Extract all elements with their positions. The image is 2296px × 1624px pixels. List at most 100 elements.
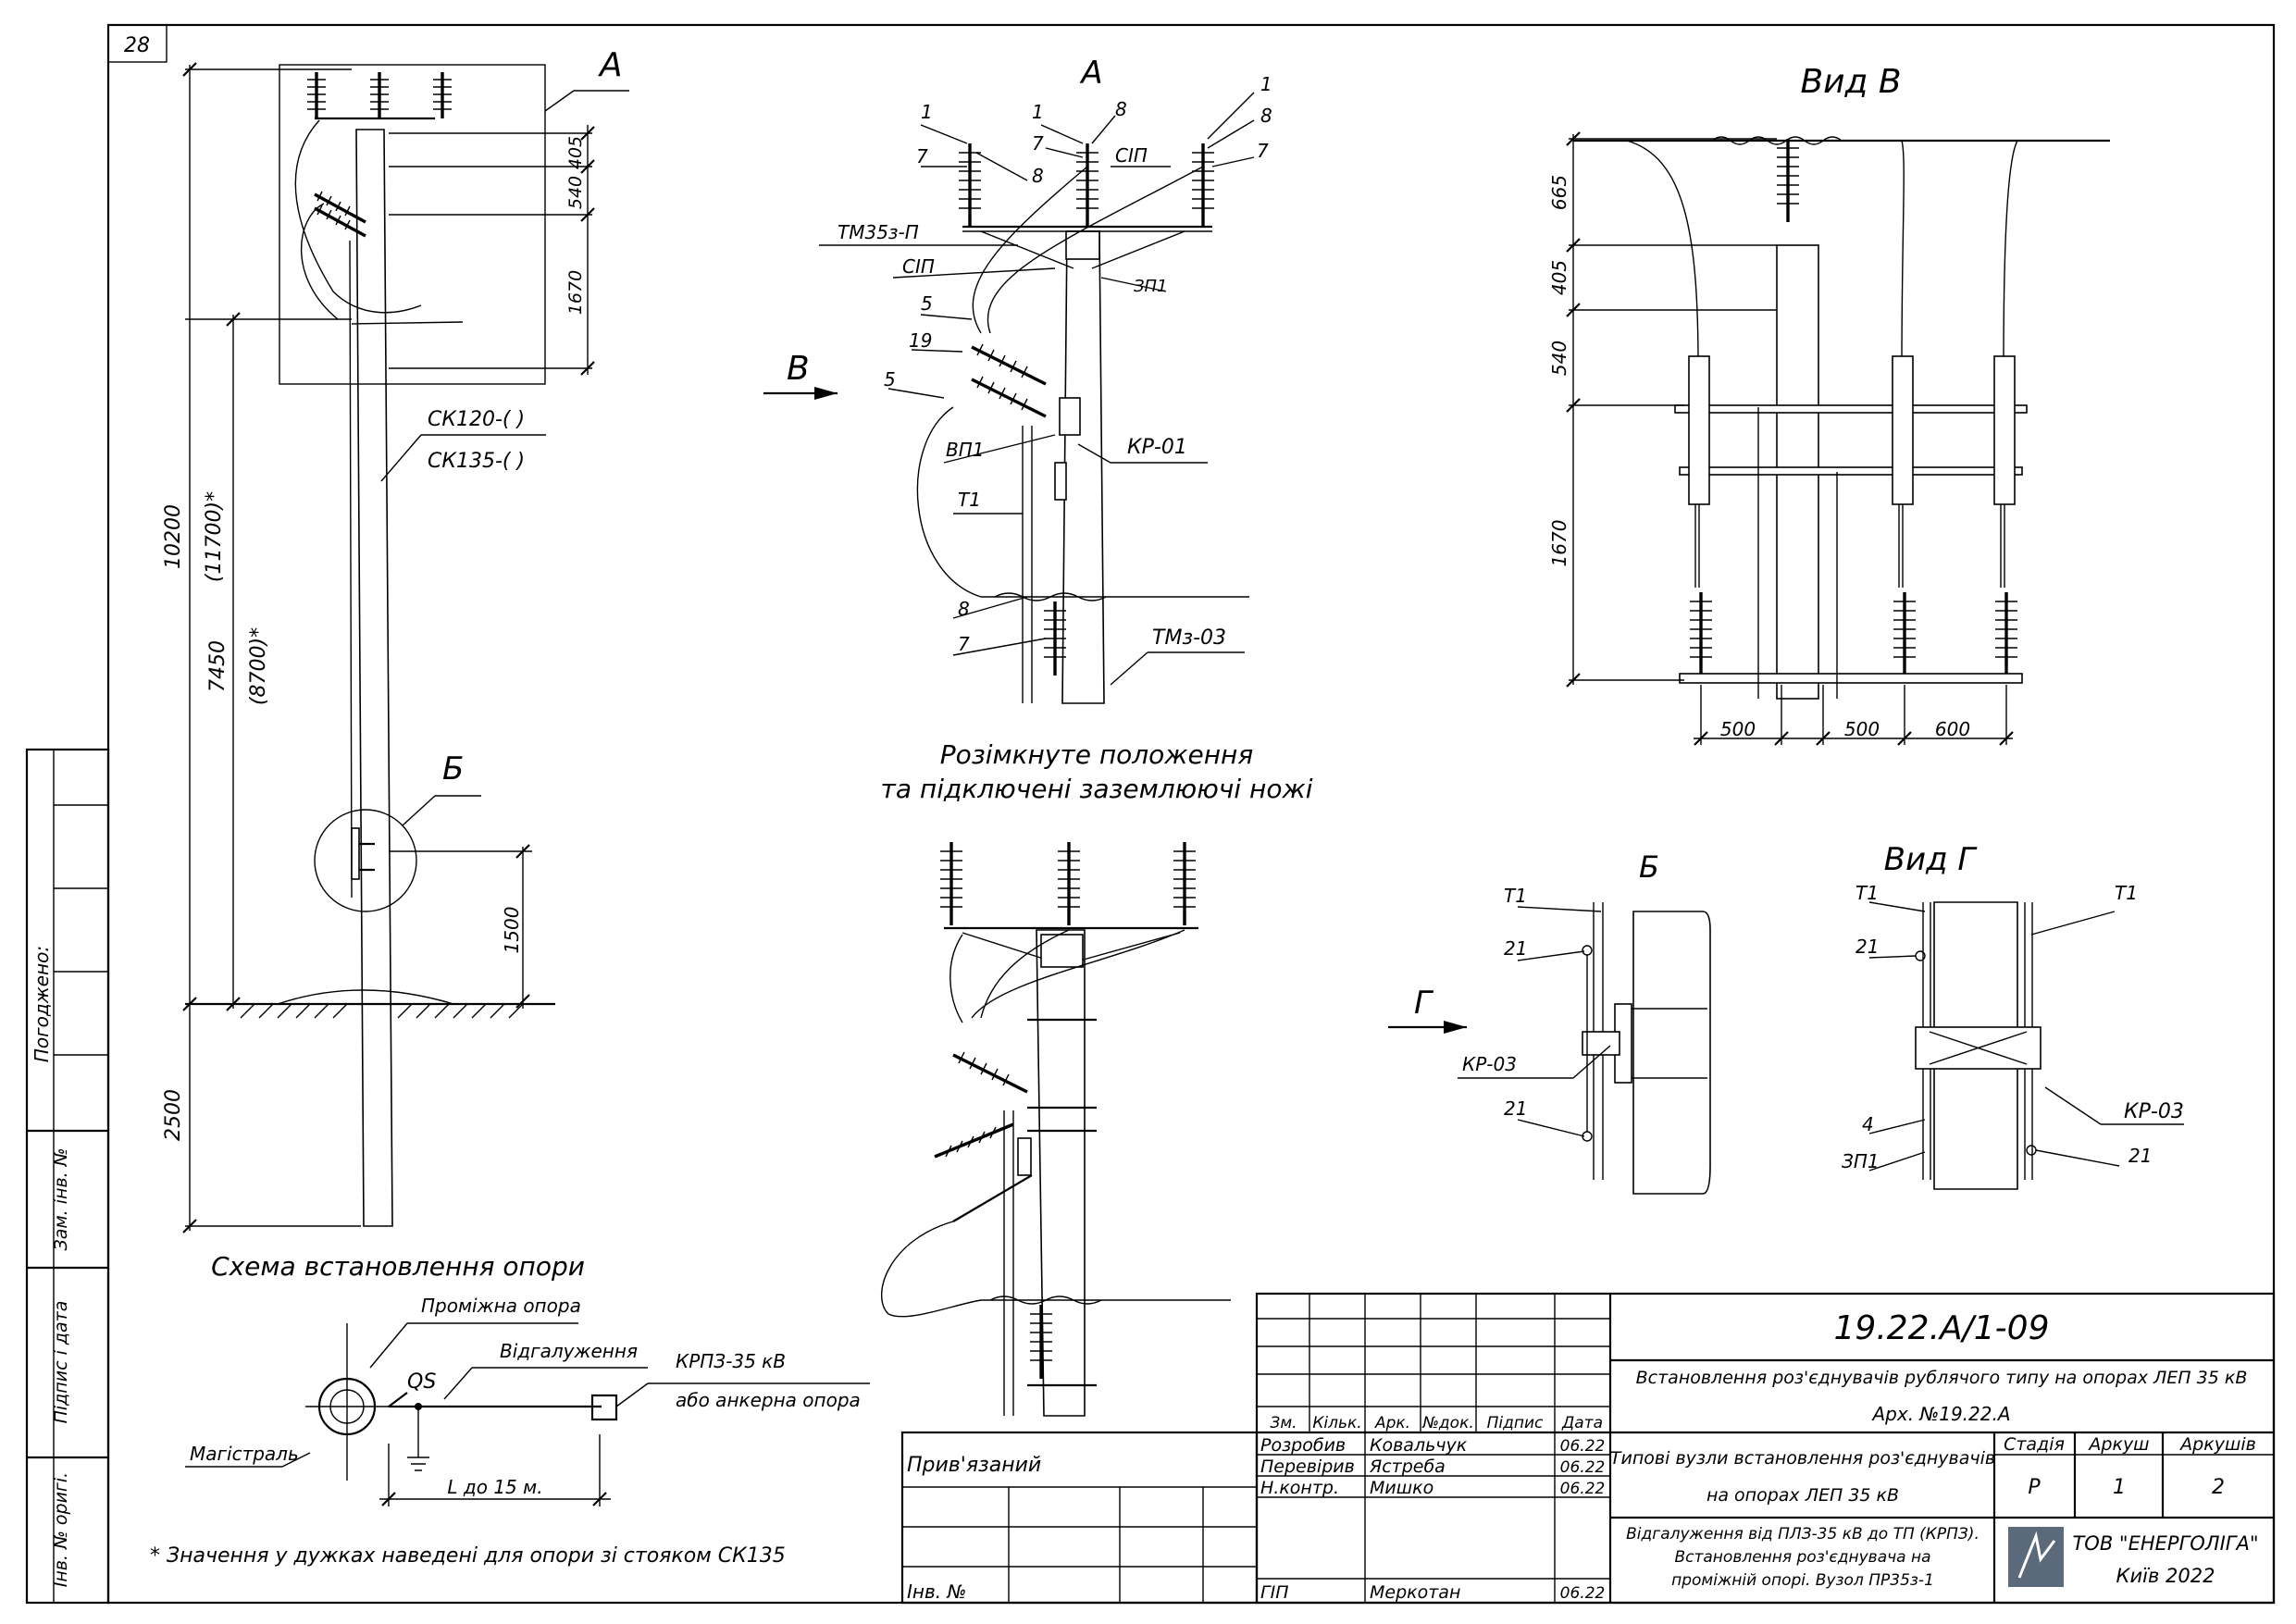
svg-text:1: 1	[1032, 101, 1044, 123]
svg-text:Арх. №19.22.А: Арх. №19.22.А	[1870, 1403, 2010, 1425]
svg-text:5: 5	[884, 368, 896, 391]
svg-text:КР-03: КР-03	[1462, 1053, 1517, 1075]
insulator-icon	[307, 72, 326, 118]
svg-text:1670: 1670	[1548, 520, 1570, 567]
insulator-icon	[370, 72, 389, 118]
svg-text:8: 8	[1260, 105, 1272, 127]
signature-date-label: Підпис і дата	[51, 1301, 71, 1424]
insulator-icon	[1173, 842, 1196, 925]
svg-text:Прив'язаний: Прив'язаний	[907, 1454, 1041, 1477]
svg-text:8: 8	[1032, 165, 1044, 187]
pole-label-2: СК135-( )	[428, 450, 525, 473]
dimension-chain-top: 405 540 1670	[389, 125, 595, 376]
left-stamp-strip: Погоджено: Зам. інв. № Підпис і дата Інв…	[25, 748, 110, 1605]
svg-text:Вид Г: Вид Г	[1884, 841, 1979, 878]
orig-inv-label: Інв. № оригі.	[51, 1472, 71, 1587]
insulator-icon	[1690, 592, 1712, 674]
svg-text:500: 500	[1720, 718, 1756, 740]
disconnector-icon	[1892, 355, 1914, 588]
svg-text:19: 19	[909, 329, 932, 352]
svg-text:7: 7	[958, 633, 970, 655]
svg-text:Проміжна опора: Проміжна опора	[421, 1295, 581, 1317]
svg-text:Дата: Дата	[1561, 1414, 1603, 1432]
doc-code: 19.22.А/1-09	[1834, 1309, 2050, 1347]
svg-text:Стадія: Стадія	[2004, 1434, 2065, 1455]
svg-text:Відгалуження від ПЛЗ-35 кВ до: Відгалуження від ПЛЗ-35 кВ до ТП (КРПЗ).	[1626, 1525, 1980, 1543]
svg-text:(8700)*: (8700)*	[247, 627, 270, 705]
svg-text:Меркотан: Меркотан	[1370, 1582, 1460, 1603]
svg-text:ЗП1: ЗП1	[1134, 277, 1168, 296]
svg-text:5: 5	[921, 292, 933, 315]
company-logo-icon	[2008, 1527, 2064, 1587]
svg-text:Встановлення роз'єднувачів руб: Встановлення роз'єднувачів рублячого тип…	[1636, 1368, 2248, 1388]
svg-text:10200: 10200	[162, 504, 185, 569]
svg-text:500: 500	[1844, 718, 1880, 740]
svg-text:Магістраль: Магістраль	[190, 1443, 299, 1465]
svg-text:Вид В: Вид В	[1800, 63, 1901, 101]
cable-loop	[294, 119, 422, 314]
view-v: Вид В	[1548, 63, 2110, 746]
detail-b: Б Т1 21 КР-03 21 Г	[1388, 849, 1711, 1195]
disconnector-icon	[971, 343, 1047, 418]
svg-text:Відгалуження: Відгалуження	[500, 1340, 638, 1362]
svg-text:1: 1	[1260, 73, 1272, 95]
agreed-label: Погоджено:	[31, 946, 53, 1062]
view-g: Вид Г Т1 Т1 21 4 ЗП1 КР-03 21	[1842, 841, 2184, 1190]
ground-wire	[349, 240, 353, 899]
svg-text:СІП: СІП	[902, 255, 935, 278]
svg-text:4: 4	[1862, 1113, 1874, 1135]
disconnector-icon	[1993, 355, 2016, 588]
svg-text:1: 1	[921, 101, 933, 123]
disconnector-icon	[314, 191, 366, 238]
svg-text:Розробив: Розробив	[1260, 1435, 1346, 1456]
insulator-icon	[1995, 592, 2017, 674]
svg-text:8: 8	[1115, 98, 1127, 120]
svg-text:7: 7	[1032, 132, 1044, 155]
svg-text:Перевірив: Перевірив	[1260, 1457, 1355, 1477]
svg-text:665: 665	[1548, 175, 1570, 210]
svg-text:1670: 1670	[565, 270, 586, 315]
svg-text:або анкерна опора: або анкерна опора	[676, 1389, 861, 1411]
disconnector-icon	[934, 1051, 1028, 1159]
svg-text:2500: 2500	[162, 1089, 185, 1141]
insulator-icon	[1192, 143, 1214, 227]
svg-text:Підпис: Підпис	[1487, 1414, 1544, 1432]
svg-text:№док.: №док.	[1421, 1414, 1474, 1432]
svg-text:КР-01: КР-01	[1127, 436, 1187, 459]
svg-text:06.22: 06.22	[1560, 1437, 1606, 1456]
svg-text:Г: Г	[1414, 985, 1434, 1022]
svg-text:Т1: Т1	[1855, 882, 1879, 904]
insulator-icon	[1044, 601, 1066, 676]
svg-text:Кільк.: Кільк.	[1312, 1414, 1361, 1432]
svg-text:2: 2	[2212, 1476, 2225, 1499]
scheme-title: Схема встановлення опори	[211, 1251, 585, 1282]
detail-a-title: А	[1079, 55, 1102, 92]
svg-text:Б: Б	[1639, 849, 1659, 885]
replaced-inv-label: Зам. інв. №	[51, 1148, 71, 1251]
svg-text:ГІП: ГІП	[1260, 1582, 1288, 1603]
svg-text:ЗП1: ЗП1	[1842, 1150, 1880, 1172]
callout-a-box	[279, 64, 546, 385]
installation-scheme: Схема встановлення опори QS КРПЗ-35 кВ а…	[150, 1251, 870, 1568]
svg-text:Т1: Т1	[1504, 885, 1527, 907]
svg-text:21: 21	[2128, 1145, 2152, 1167]
svg-text:Ястреба: Ястреба	[1369, 1457, 1446, 1477]
svg-text:КРПЗ-35 кВ: КРПЗ-35 кВ	[676, 1350, 786, 1372]
sheet-number: 28	[124, 34, 150, 57]
svg-text:Арк.: Арк.	[1374, 1414, 1410, 1432]
svg-text:Р: Р	[2028, 1476, 2041, 1499]
svg-text:21: 21	[1855, 936, 1879, 958]
svg-text:ТМ35з-П: ТМ35з-П	[838, 221, 919, 243]
disconnector-icon	[1688, 355, 1710, 588]
svg-text:Зм.: Зм.	[1270, 1414, 1297, 1432]
sheet-frame	[106, 23, 2276, 1605]
pole-general-view: А 405 540 1670 СК120-( ) СК135-( ) Б	[162, 46, 629, 1233]
title-block: Зм. Кільк. Арк. №док. Підпис Дата Розроб…	[900, 1292, 2276, 1605]
pole-label-1: СК120-( )	[428, 408, 525, 431]
insulator-icon	[1777, 139, 1799, 222]
svg-text:06.22: 06.22	[1560, 1458, 1606, 1477]
svg-text:В: В	[787, 350, 810, 388]
svg-text:1500: 1500	[501, 907, 523, 954]
callout-b-circle	[314, 809, 417, 912]
